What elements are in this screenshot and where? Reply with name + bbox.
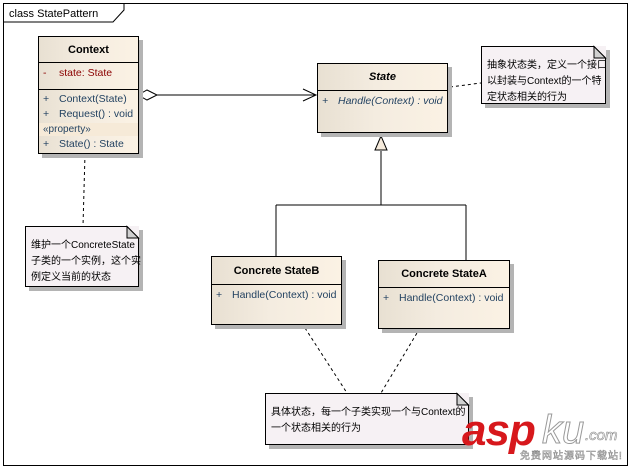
property-row: + State() : State <box>39 137 138 152</box>
class-concrete-state-a[interactable]: Concrete StateA + Handle(Context) : void <box>378 260 510 329</box>
class-state[interactable]: State + Handle(Context) : void <box>317 63 448 133</box>
frame-label: class StatePattern <box>9 8 99 20</box>
note-fold-icon <box>593 45 607 59</box>
visibility-public: + <box>43 93 50 105</box>
class-concrete-state-b[interactable]: Concrete StateB + Handle(Context) : void <box>211 256 342 325</box>
generalization-lines <box>275 134 467 260</box>
operations-section: + Handle(Context) : void <box>318 91 447 111</box>
operations-section: + Handle(Context) : void <box>379 288 509 308</box>
attribute-row: - state: State <box>39 66 138 81</box>
class-context[interactable]: Context - state: State + Context(State) … <box>38 36 139 154</box>
operation-row: + Handle(Context) : void <box>212 288 341 303</box>
visibility-private: - <box>43 67 47 79</box>
operation-text: Handle(Context) : void <box>232 289 337 301</box>
operation-row: + Handle(Context) : void <box>318 94 447 109</box>
note-links <box>82 82 482 394</box>
aggregation-line <box>136 88 318 102</box>
operation-text: Context(State) <box>59 93 127 105</box>
note-fold-icon <box>126 225 140 239</box>
note-state[interactable]: 抽象状态类，定义一个接口 以封装与Context的一个特 定状态相关的行为 <box>481 45 607 104</box>
attributes-section: - state: State <box>39 63 138 90</box>
aggregation-diamond <box>136 89 159 101</box>
stereotype-label: «property» <box>39 123 138 136</box>
class-name: Concrete StateA <box>379 261 509 288</box>
watermark-logo: asp ku .com 免费网站源码下载站! <box>458 406 628 466</box>
note-context[interactable]: 维护一个ConcreteState 子类的一个实例，这个实 例定义当前的状态 <box>25 225 141 287</box>
attribute-text: state: State <box>59 67 113 79</box>
note-fold-icon <box>456 392 470 406</box>
operation-row: + Handle(Context) : void <box>379 291 509 306</box>
operation-row: + Context(State) <box>39 92 138 107</box>
operations-section: + Handle(Context) : void <box>212 285 341 305</box>
note-outline <box>25 225 140 287</box>
generalization-triangle <box>374 134 388 151</box>
visibility-public: + <box>216 289 223 301</box>
note-outline <box>481 45 607 104</box>
note-outline <box>265 392 470 445</box>
operation-text: Handle(Context) : void <box>338 95 443 107</box>
visibility-public: + <box>43 138 50 150</box>
watermark-brand: asp <box>462 406 536 455</box>
watermark-tagline: 免费网站源码下载站! <box>520 451 623 463</box>
note-text: 具体状态，每一个子类实现一个与Context的 一个状态相关的行为 <box>271 407 466 434</box>
visibility-public: + <box>43 108 50 120</box>
operation-text: Handle(Context) : void <box>399 292 504 304</box>
operation-row: + Request() : void <box>39 107 138 122</box>
frame-tab-outline <box>3 3 125 23</box>
property-text: State() : State <box>59 138 124 150</box>
watermark-brand-2: ku <box>541 408 585 453</box>
class-name: State <box>318 64 447 91</box>
visibility-public: + <box>322 95 329 107</box>
class-name: Context <box>39 37 138 63</box>
class-name: Concrete StateB <box>212 257 341 285</box>
operation-text: Request() : void <box>59 108 134 120</box>
watermark-tld: .com <box>585 427 618 445</box>
navigability-arrowhead <box>302 88 318 102</box>
visibility-public: + <box>383 292 390 304</box>
note-text: 抽象状态类，定义一个接口 以封装与Context的一个特 定状态相关的行为 <box>487 60 607 103</box>
note-text: 维护一个ConcreteState 子类的一个实例，这个实 例定义当前的状态 <box>31 240 141 283</box>
operations-section: + Context(State) + Request() : void «pro… <box>39 90 138 154</box>
note-concrete[interactable]: 具体状态，每一个子类实现一个与Context的 一个状态相关的行为 <box>265 392 470 445</box>
